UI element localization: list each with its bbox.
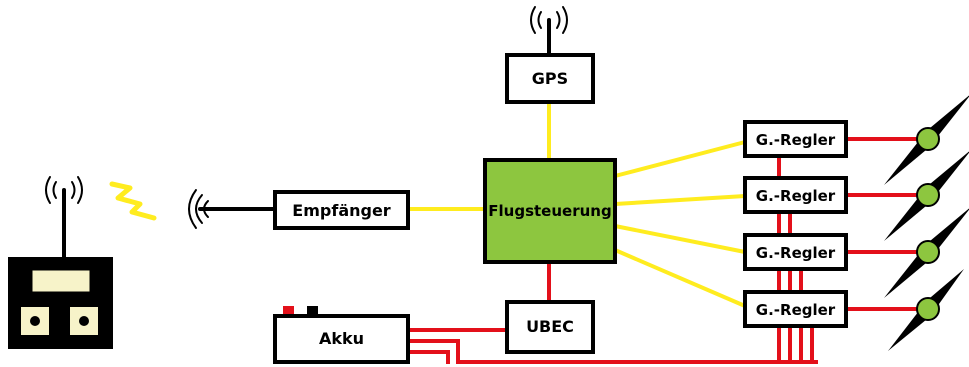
receiver-label: Empfänger bbox=[292, 201, 391, 220]
esc-label-1: G.-Regler bbox=[756, 131, 836, 149]
flight-controller-label: Flugsteuerung bbox=[488, 202, 611, 220]
flight-controller-box: Flugsteuerung bbox=[483, 158, 617, 264]
wire-fc-esc4 bbox=[614, 248, 746, 308]
esc-label-2: G.-Regler bbox=[756, 187, 836, 205]
wire-fc-esc1 bbox=[614, 140, 746, 178]
propeller-icon bbox=[884, 151, 969, 241]
battery-label: Akku bbox=[319, 329, 364, 348]
gps-label: GPS bbox=[532, 69, 568, 88]
esc-label-3: G.-Regler bbox=[756, 244, 836, 262]
antenna-icon bbox=[188, 189, 277, 229]
signal-wiring bbox=[408, 103, 746, 308]
gps-module: GPS bbox=[505, 6, 595, 104]
esc-box-4: G.-Regler bbox=[743, 290, 848, 328]
ubec-box: UBEC bbox=[505, 300, 595, 354]
esc-label-4: G.-Regler bbox=[756, 301, 836, 319]
propeller-icon bbox=[884, 95, 969, 185]
esc-box-2: G.-Regler bbox=[743, 176, 848, 214]
lightning-signal-icon bbox=[109, 181, 157, 221]
antenna-icon bbox=[45, 176, 83, 259]
esc-box-3: G.-Regler bbox=[743, 233, 848, 271]
wire-battery-bus-1 bbox=[408, 339, 818, 364]
receiver-box: Empfänger bbox=[273, 190, 410, 230]
transmitter bbox=[8, 176, 113, 349]
ubec-label: UBEC bbox=[526, 317, 574, 336]
antenna-icon bbox=[530, 6, 568, 57]
propeller-icon bbox=[888, 269, 964, 351]
wire-fc-esc3 bbox=[614, 224, 746, 254]
battery-box: Akku bbox=[273, 306, 410, 364]
esc-box-1: G.-Regler bbox=[743, 120, 848, 158]
remote-control-icon bbox=[8, 257, 113, 349]
gps-box bbox=[505, 53, 595, 104]
wire-battery-bus-2 bbox=[408, 350, 450, 364]
battery-terminal-positive bbox=[283, 306, 294, 316]
propeller-icon bbox=[884, 208, 969, 298]
wire-fc-esc2 bbox=[614, 194, 746, 206]
battery-terminal-negative bbox=[307, 306, 318, 316]
